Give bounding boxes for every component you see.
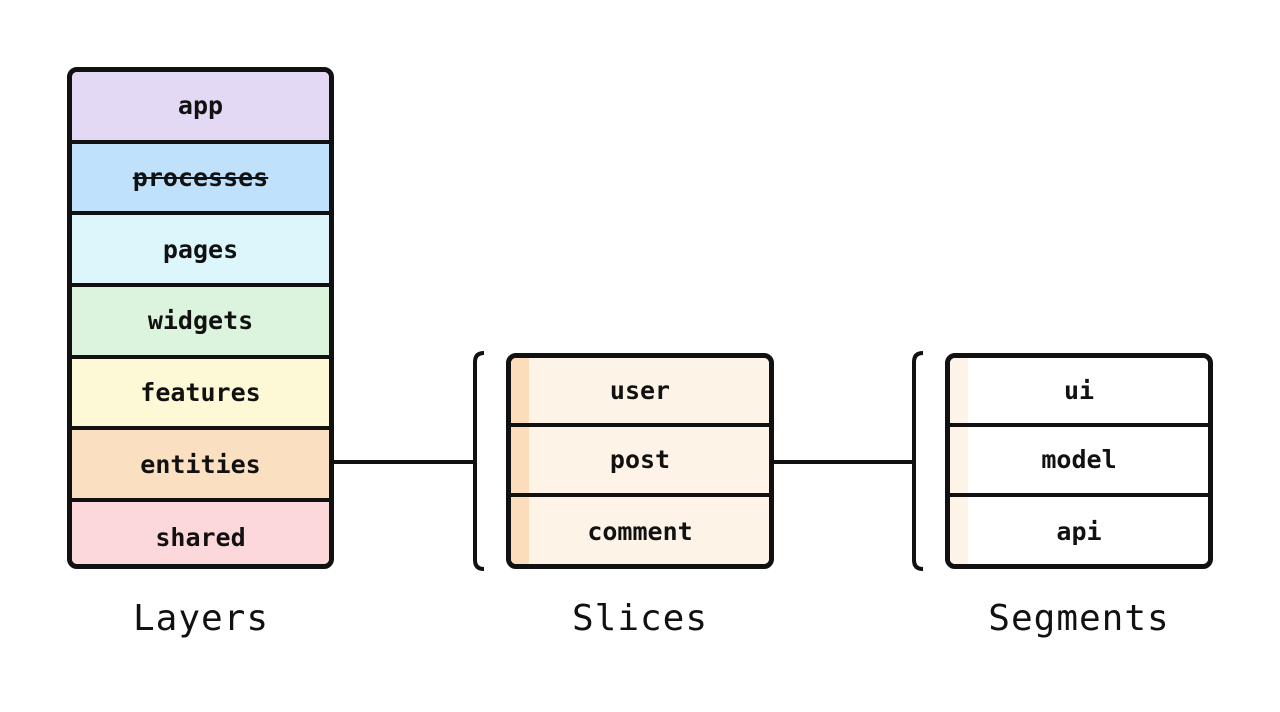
layer-label: pages xyxy=(162,234,239,264)
slices-stack: user post comment xyxy=(506,353,774,569)
segment-label: api xyxy=(1056,516,1102,546)
layer-widgets: widgets xyxy=(72,287,329,359)
segment-label: ui xyxy=(1063,376,1095,406)
slices-caption: Slices xyxy=(571,598,709,639)
segment-label: model xyxy=(1041,445,1117,475)
segments-bracket xyxy=(912,351,924,571)
slice-label: comment xyxy=(587,516,693,546)
layer-features: features xyxy=(72,358,329,431)
layer-app: app xyxy=(72,72,329,144)
layer-shared: shared xyxy=(72,502,329,564)
layer-label: widgets xyxy=(147,306,254,336)
layer-entities: entities xyxy=(72,430,329,503)
layers-caption: Layers xyxy=(132,598,270,639)
layer-processes: processes xyxy=(72,143,329,216)
layer-label: features xyxy=(140,378,261,408)
slices-bracket xyxy=(473,351,485,571)
segment-api: api xyxy=(950,496,1208,564)
layer-label: shared xyxy=(155,523,246,553)
segment-ui: ui xyxy=(950,358,1208,428)
segments-stack: ui model api xyxy=(945,353,1213,569)
layer-label: app xyxy=(177,91,224,121)
slice-comment: comment xyxy=(511,496,769,564)
slice-post: post xyxy=(511,427,769,497)
layer-pages: pages xyxy=(72,215,329,288)
layer-label: processes xyxy=(132,163,269,193)
segments-caption: Segments xyxy=(988,598,1170,639)
slice-label: user xyxy=(609,376,671,406)
layer-label: entities xyxy=(140,449,261,479)
slice-user: user xyxy=(511,358,769,428)
segment-model: model xyxy=(950,427,1208,497)
layers-stack: app processes pages widgets features ent… xyxy=(67,67,334,569)
slice-label: post xyxy=(609,445,671,475)
